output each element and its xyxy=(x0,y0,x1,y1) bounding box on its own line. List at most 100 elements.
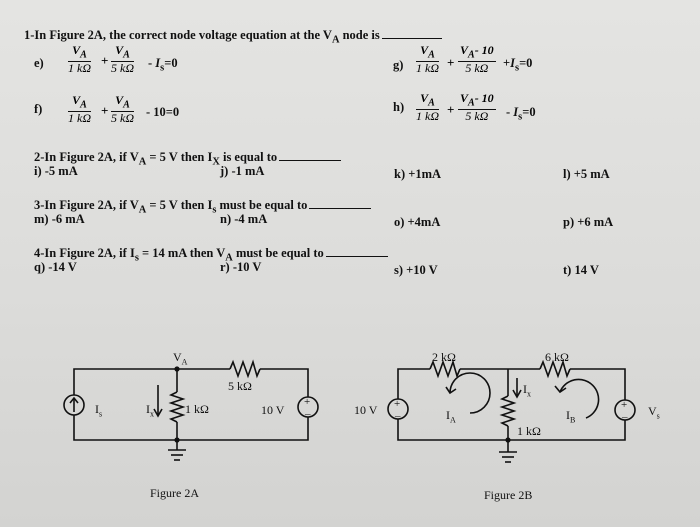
q2-answer-blank xyxy=(279,150,342,161)
opt-g-t1-sub: A xyxy=(428,49,435,61)
opt-e-t1-den: 1 kΩ xyxy=(68,61,92,76)
fig2a-current-source xyxy=(63,394,85,416)
opt-e-minus: - xyxy=(148,56,153,70)
q1-text: 1-In Figure 2A, the correct node voltage… xyxy=(24,28,332,42)
opt-g-is: I xyxy=(510,56,515,70)
opt-h-t2-den: 5 kΩ xyxy=(465,109,489,124)
fig2b-10v-label: 10 V xyxy=(354,403,378,417)
opt-f-t1-den: 1 kΩ xyxy=(68,111,92,126)
fig2b-minus-sign: – xyxy=(394,410,401,422)
opt-h-t2-num: V xyxy=(460,91,469,105)
q2-tail: = 5 V then I xyxy=(146,150,213,164)
fig2b-mesh-b-arrowhead xyxy=(554,385,567,394)
opt-f-plus: + xyxy=(101,103,109,118)
opt-f-t2-sub: A xyxy=(123,99,130,111)
fig2a-plus-sign: + xyxy=(304,396,310,408)
figure-2a xyxy=(63,359,319,461)
fig2b-vs-plus-sign: + xyxy=(621,399,627,411)
q3-sub2: s xyxy=(212,204,217,216)
opt-h-rest: - Is=0 xyxy=(506,105,536,125)
q2-text: 2-In Figure 2A, if V xyxy=(34,150,139,164)
opt-e-is: I xyxy=(155,56,161,70)
opt-e-plus: + xyxy=(101,53,109,68)
q4-tail2: must be equal to xyxy=(232,246,324,260)
fig2b-right-top-wire xyxy=(570,368,626,400)
fig2b-vs-v: V xyxy=(648,404,657,418)
fig2b-bottom-wire xyxy=(397,419,626,441)
opt-e-t2-den: 5 kΩ xyxy=(111,61,135,76)
q2-tail2: is equal to xyxy=(219,150,278,164)
fig2a-1k-label: 1 kΩ xyxy=(185,402,209,416)
fig2b-1k-resistor xyxy=(499,395,517,427)
fig2b-ib-label: IB xyxy=(566,408,575,427)
q2-prompt: 2-In Figure 2A, if VA = 5 V then IX is e… xyxy=(34,150,342,170)
opt-g-plus2: + xyxy=(503,56,511,70)
opt-e-t1-sub: A xyxy=(80,49,87,61)
fig2b-mesh-a-arrowhead xyxy=(445,386,457,395)
fig2a-right-top-wire xyxy=(260,368,309,397)
opt-e-t1-num: V xyxy=(72,43,81,57)
opt-h-label: h) xyxy=(393,100,405,114)
q3-option-p: p) +6 mA xyxy=(563,215,614,229)
q1-answer-blank xyxy=(381,28,442,39)
q3-option-o: o) +4mA xyxy=(394,215,441,229)
fig2a-ix-sub: x xyxy=(150,409,154,419)
q4-option-r: r) -10 V xyxy=(220,260,262,274)
fig2b-mesh-b-arrow xyxy=(559,378,600,419)
fig2a-node-sub: A xyxy=(181,357,188,367)
fig2b-10v-source xyxy=(387,398,409,420)
q4-option-s: s) +10 V xyxy=(394,263,438,277)
fig2b-vs-minus-sign: – xyxy=(621,411,628,423)
q4-text: 4-In Figure 2A, if I xyxy=(34,246,135,260)
fig2b-ia-label: IA xyxy=(446,408,456,427)
fig2a-bottom-wire xyxy=(73,415,309,441)
opt-h-minus: - xyxy=(506,105,511,119)
fig2a-left-top-wire xyxy=(73,368,230,395)
opt-h-t1-num: V xyxy=(420,91,429,105)
q3-tail2: must be equal to xyxy=(216,198,308,212)
q3-answer-blank xyxy=(309,198,372,209)
opt-e-t2-sub: A xyxy=(123,49,130,61)
fig2a-ix-label: Ix xyxy=(146,402,154,421)
fig2b-ix-arrowhead xyxy=(512,389,522,399)
q1-tail: node is xyxy=(339,28,380,42)
q1-node-sub: A xyxy=(331,34,340,46)
q2-sub: A xyxy=(138,156,147,168)
opt-h-t2-num-tail: - 10 xyxy=(474,91,494,105)
opt-h-t1-sub: A xyxy=(428,97,435,109)
opt-f-const: 10=0 xyxy=(153,105,180,119)
opt-g-t2-num: V xyxy=(460,43,469,57)
fig2a-caption: Figure 2A xyxy=(150,486,199,500)
opt-f-t1-sub: A xyxy=(80,99,87,111)
opt-h-plus: + xyxy=(447,102,455,117)
q3-tail: = 5 V then I xyxy=(146,198,213,212)
fig2a-ix-arrowhead xyxy=(153,408,163,418)
fig2a-ix-i: I xyxy=(146,402,150,416)
opt-g-t2-sub: A xyxy=(468,49,475,61)
opt-e-rest: - Is=0 xyxy=(148,56,178,76)
q2-option-i: i) -5 mA xyxy=(34,164,78,178)
opt-g-eq: =0 xyxy=(519,56,533,70)
fig2b-2k-label: 2 kΩ xyxy=(432,350,456,364)
figure-2b xyxy=(387,359,636,463)
q4-tail: = 14 mA then V xyxy=(138,246,226,260)
fig2b-6k-resistor xyxy=(539,359,571,379)
fig2b-vs-sub: s xyxy=(656,411,660,421)
opt-h-is: I xyxy=(513,105,519,119)
q2-option-j: j) -1 mA xyxy=(220,164,265,178)
opt-f-rest: - 10=0 xyxy=(146,105,179,119)
opt-h-eq: =0 xyxy=(522,105,536,119)
q2-option-k: k) +1mA xyxy=(394,167,442,181)
fig2a-1k-resistor xyxy=(168,391,186,423)
fig2b-ix-i: I xyxy=(523,382,527,396)
opt-g-is-sub: s xyxy=(515,62,520,74)
q3-option-n: n) -4 mA xyxy=(220,212,268,226)
opt-f-label: f) xyxy=(34,102,43,116)
fig2a-5k-label: 5 kΩ xyxy=(228,379,252,393)
fig2b-left-top-wire xyxy=(397,368,430,399)
